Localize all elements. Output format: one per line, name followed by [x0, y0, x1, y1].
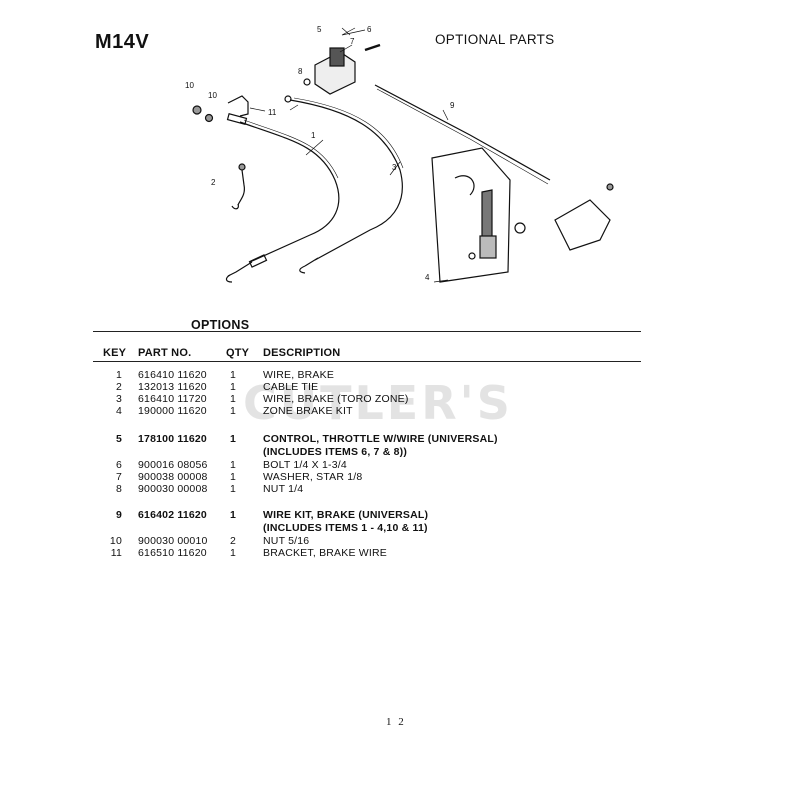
col-key: KEY [103, 347, 127, 359]
table-row-key: 8 [115, 483, 122, 495]
table-row-part: 616410 11620 [138, 369, 207, 381]
table-row-desc: WIRE, BRAKE (TORO ZONE) [263, 393, 409, 405]
callout-3: 3 [392, 163, 397, 172]
table-row-qty: 1 [230, 547, 237, 559]
callout-2: 2 [211, 178, 216, 187]
table-row-part: 132013 11620 [138, 381, 207, 393]
table-row-part: 616510 11620 [138, 547, 207, 559]
table-row-key: 7 [115, 471, 122, 483]
table-row-desc: CONTROL, THROTTLE W/WIRE (UNIVERSAL) [263, 433, 498, 445]
table-row-qty: 1 [230, 471, 237, 483]
table-row-part: 616402 11620 [138, 509, 207, 521]
table-row-qty: 1 [230, 393, 237, 405]
col-qty: QTY [226, 347, 250, 359]
table-row-qty: 2 [230, 535, 237, 547]
table-row-part: 900038 00008 [138, 471, 208, 483]
callout-11: 11 [268, 108, 277, 117]
table-row-key: 5 [115, 433, 122, 445]
table-row-key: 3 [115, 393, 122, 405]
callout-6: 6 [367, 25, 372, 34]
table-row-desc: NUT 5/16 [263, 535, 310, 547]
table-row-qty: 1 [230, 369, 237, 381]
table-row-qty: 1 [230, 433, 237, 445]
table-row-desc: NUT 1/4 [263, 483, 304, 495]
table-row-part: 900030 00008 [138, 483, 208, 495]
brake-wire-1 [239, 121, 340, 263]
callout-1: 1 [311, 131, 316, 140]
model-title: M14V [95, 31, 150, 53]
zone-brake-kit-4 [431, 147, 511, 283]
callout-10b: 10 [208, 91, 217, 100]
brake-wire-3 [289, 99, 403, 261]
col-description: DESCRIPTION [263, 347, 341, 359]
brake-wire-9 [374, 84, 551, 181]
callout-9: 9 [450, 101, 455, 110]
table-row-desc: WASHER, STAR 1/8 [263, 471, 363, 483]
table-row-part: 178100 11620 [138, 433, 207, 445]
table-row-part: 190000 11620 [138, 405, 207, 417]
table-row-qty: 1 [230, 509, 237, 521]
callout-7: 7 [350, 37, 355, 46]
table-row-qty: 1 [230, 459, 237, 471]
table-row-key: 6 [115, 459, 122, 471]
table-row-key: 1 [115, 369, 122, 381]
table-row-note: (INCLUDES ITEMS 6, 7 & 8)) [263, 446, 408, 458]
divider [93, 361, 641, 362]
divider [93, 331, 641, 332]
table-row-desc: CABLE TIE [263, 381, 319, 393]
table-row-key: 4 [115, 405, 122, 417]
page-number: 1 2 [386, 716, 406, 728]
col-part-no: PART NO. [138, 347, 192, 359]
table-row-desc: WIRE KIT, BRAKE (UNIVERSAL) [263, 509, 429, 521]
bracket-11 [227, 95, 249, 117]
table-row-desc: WIRE, BRAKE [263, 369, 335, 381]
table-row-qty: 1 [230, 381, 237, 393]
table-row-desc: BRACKET, BRAKE WIRE [263, 547, 387, 559]
parts-diagram: 5 6 7 8 9 10 10 11 1 2 3 4 [185, 25, 614, 283]
callout-4: 4 [425, 273, 430, 282]
table-row-qty: 1 [230, 405, 237, 417]
table-row-key: 11 [110, 547, 122, 559]
table-row-key: 2 [115, 381, 122, 393]
section-title: OPTIONAL PARTS [435, 32, 555, 47]
table-row-part: 900016 08056 [138, 459, 208, 471]
table-row-desc: ZONE BRAKE KIT [263, 405, 353, 417]
callout-8: 8 [298, 67, 303, 76]
table-row-note: (INCLUDES ITEMS 1 - 4,10 & 11) [263, 522, 428, 534]
watermark: CUTLER'S [243, 376, 513, 430]
cable-tie-2 [237, 169, 245, 206]
table-row-part: 616410 11720 [138, 393, 207, 405]
table-row-desc: BOLT 1/4 X 1-3/4 [263, 459, 347, 471]
table-row-part: 900030 00010 [138, 535, 208, 547]
table-row-qty: 1 [230, 483, 237, 495]
table-row-key: 10 [109, 535, 122, 547]
options-heading: OPTIONS [191, 318, 250, 332]
table-row-key: 9 [115, 509, 122, 521]
callout-5: 5 [317, 25, 322, 34]
callout-10a: 10 [185, 81, 194, 90]
